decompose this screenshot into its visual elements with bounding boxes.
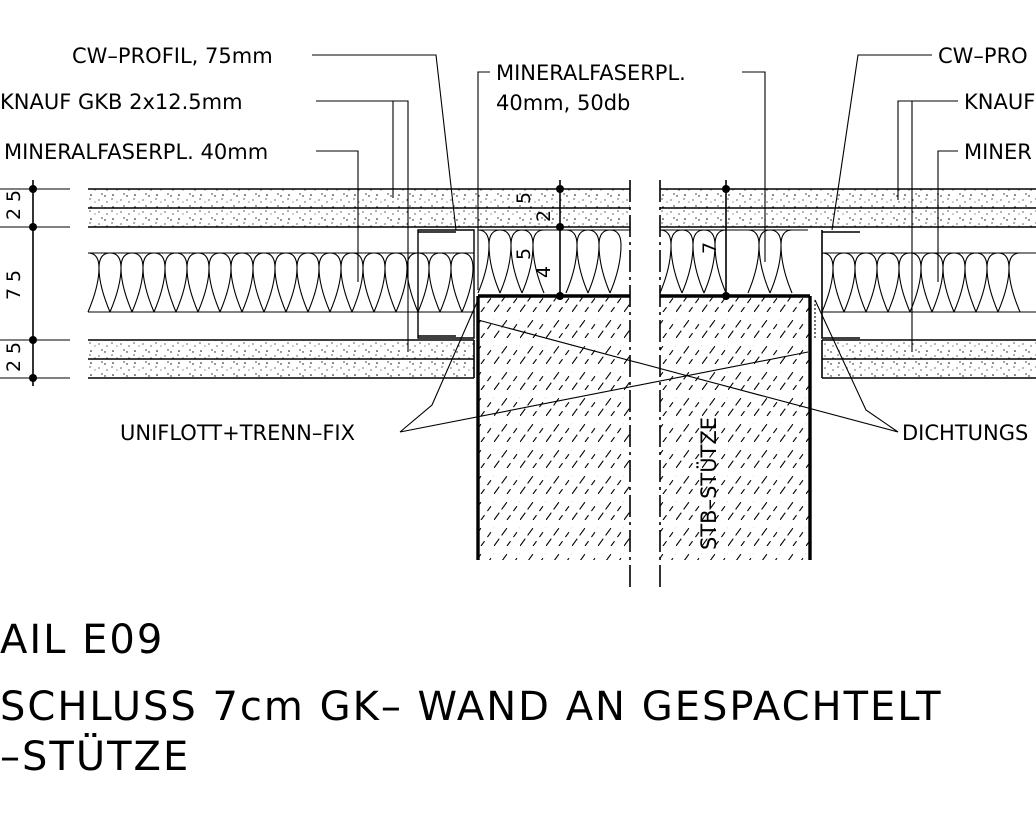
label-mineral-center-2: 40mm, 50db — [496, 91, 630, 115]
dim-left-top: 2 — [3, 208, 25, 220]
label-mineral-left: MINERALFASERPL. 40mm — [4, 140, 268, 164]
label-mineral-right: MINER — [964, 140, 1032, 164]
leader-lines — [312, 54, 958, 433]
label-knauf-right: KNAUF — [964, 90, 1035, 114]
label-cw-profil-left: CW–PROFIL, 75mm — [72, 44, 273, 68]
dim-center-top-sup: 5 — [513, 192, 535, 204]
label-stb-stuetze: STB–STÜTZE — [696, 417, 721, 550]
dim-left-bot: 2 — [3, 360, 25, 372]
dim-center-mid-sup: 5 — [513, 248, 535, 260]
dim-right-mid: 7 — [699, 242, 721, 254]
mineral-insulation — [87, 229, 1036, 313]
dimension-lines — [0, 180, 730, 386]
title-line-1: AIL E09 — [0, 617, 164, 663]
dimension-values: 2 5 7 5 2 5 2 5 4 5 7 — [3, 190, 721, 372]
label-uniflott: UNIFLOTT+TRENN–FIX — [120, 421, 355, 445]
title-line-2: SCHLUSS 7cm GK– WAND AN GESPACHTELT — [0, 684, 943, 730]
concrete-column — [473, 180, 816, 590]
title-line-3: –STÜTZE — [0, 732, 190, 780]
gypsum-boards-bottom — [88, 339, 1036, 379]
dim-left-bot-sup: 5 — [3, 342, 25, 354]
dim-left-mid-sup: 5 — [3, 270, 25, 282]
gypsum-boards-top — [88, 188, 1036, 228]
label-mineral-center-1: MINERALFASERPL. — [496, 61, 686, 85]
dim-left-mid: 7 — [3, 288, 25, 300]
annotations: CW–PROFIL, 75mm KNAUF GKB 2x12.5mm MINER… — [0, 44, 1035, 550]
label-dichtung: DICHTUNGS — [902, 421, 1028, 445]
dim-left-top-sup: 5 — [3, 190, 25, 202]
label-cw-profil-right: CW–PRO — [938, 44, 1028, 68]
dim-center-mid: 4 — [533, 266, 555, 278]
detail-title: AIL E09 SCHLUSS 7cm GK– WAND AN GESPACHT… — [0, 617, 943, 780]
label-knauf-left: KNAUF GKB 2x12.5mm — [0, 90, 243, 114]
dim-center-top: 2 — [533, 210, 555, 222]
